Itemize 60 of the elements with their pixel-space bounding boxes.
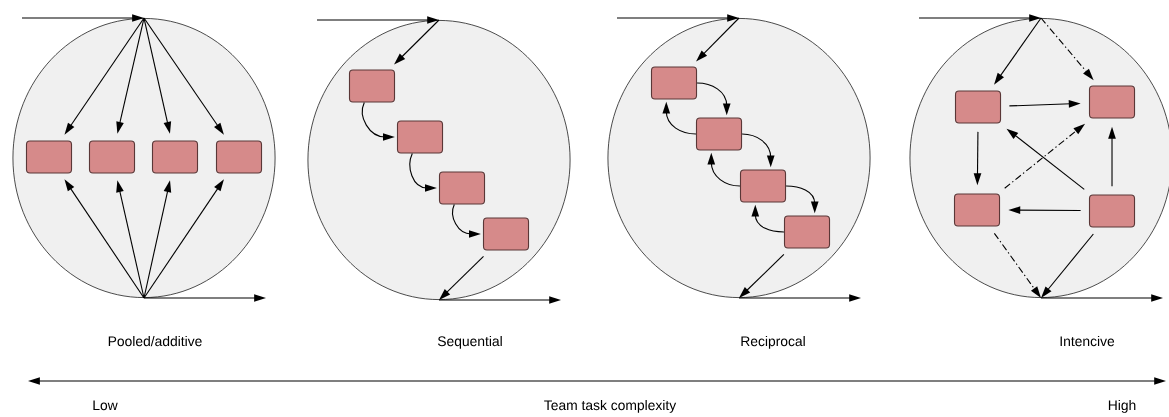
arrow [751,204,785,233]
member-box [438,171,486,205]
member-box [695,117,743,151]
member-box [954,90,1002,124]
arrow [438,296,561,304]
arrow [143,179,224,299]
axis-label: Low [93,400,118,411]
arrow [316,16,439,24]
arrow [973,131,982,186]
arrow [439,255,485,300]
axis-label: Team task complexity [544,399,677,413]
arrow [116,17,145,134]
arrow [707,152,741,187]
arrow [116,180,145,299]
member-box [151,140,199,174]
arrow [143,17,224,135]
arrow [785,185,819,214]
arrow [21,14,144,22]
node-label: Reciprocal [741,335,805,349]
arrow [993,232,1041,298]
member-box [650,66,698,100]
arrow [662,101,697,135]
arrow [994,17,1042,85]
arrow [696,82,731,116]
arrow [143,180,172,299]
arrow [1040,294,1163,302]
arrow [64,17,145,135]
arrow [143,294,266,302]
member-box [25,140,73,174]
member-box [783,215,831,249]
node-label: Pooled/additive [108,335,202,347]
member-box [88,140,136,174]
arrow [1008,100,1081,108]
arrow [1008,206,1082,214]
node-label: Intencive [1060,335,1115,347]
member-box [1088,85,1136,119]
member-box [953,193,1001,227]
arrow [452,204,481,238]
arrow [738,294,861,302]
member-box [348,69,396,103]
arrow [409,153,437,192]
member-box [215,140,263,174]
arrow [1041,233,1094,298]
axis-label: High [1108,399,1136,413]
arrow [143,17,172,134]
arrow [394,19,440,65]
arrow [918,14,1041,22]
arrow [739,253,785,298]
arrow [1108,126,1116,187]
arrow [616,14,739,22]
arrow [696,17,740,62]
member-box [1088,194,1136,228]
arrow [741,133,775,168]
member-box [482,217,530,251]
node-label: Sequential [437,335,502,349]
member-box [396,120,444,154]
arrow [1040,17,1094,81]
arrow [361,102,395,141]
member-box [739,169,787,203]
arrow [64,179,145,299]
